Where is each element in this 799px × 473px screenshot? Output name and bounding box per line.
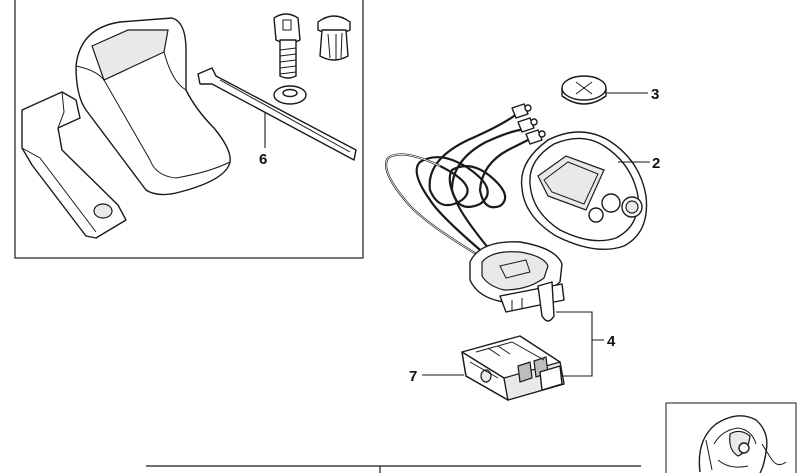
multi-pin-connector [461, 335, 565, 401]
instrument-housing [75, 17, 231, 196]
cover-cap [561, 75, 607, 105]
washer [273, 85, 307, 105]
mounting-kit-group: 6 [14, 0, 364, 259]
kit-frame [14, 0, 364, 259]
cable-harness [384, 103, 546, 257]
callout-6: 6 [259, 151, 267, 168]
connector-plug [469, 241, 565, 322]
callout-7: 7 [409, 368, 417, 385]
grommet [317, 15, 351, 61]
wire-terminals [511, 103, 546, 145]
screw [273, 13, 301, 79]
instrument-display [520, 131, 648, 251]
vehicle-thumbnail [665, 402, 797, 473]
callout-2: 2 [652, 155, 660, 172]
callout-4: 4 [607, 333, 616, 350]
leader-4 [556, 311, 604, 377]
cable-tie [197, 67, 357, 161]
callout-3: 3 [651, 86, 659, 103]
title-block-rule [146, 465, 641, 473]
mounting-bracket [21, 91, 127, 239]
